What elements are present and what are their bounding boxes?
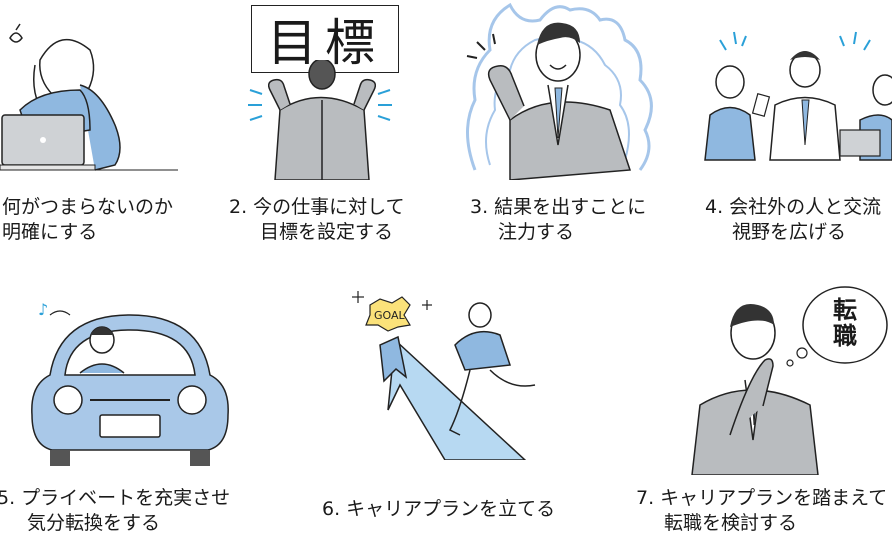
caption-4: 4. 会社外の人と交流 視野を広げる [705,196,882,243]
goal-flag-text: GOAL [374,309,406,322]
job-change-bubble-text: 転 職 [833,296,857,350]
caption-5: 5. プライベートを充実させ 気分転換をする [0,487,231,534]
bored-woman-illustration [0,23,178,171]
networking-illustration [704,31,892,161]
caption-2: 2. 今の仕事に対して 目標を設定する [229,196,405,243]
caption-7: 7. キャリアプランを踏まえて 転職を検討する [636,487,888,534]
caption-1: 何がつまらないのか 明確にする [2,196,174,243]
svg-text:♪: ♪ [38,300,48,319]
running-goal-illustration: GOAL [352,291,536,460]
man-goal-illustration [248,60,392,180]
motivated-man-illustration [466,2,653,180]
caption-3: 3. 結果を出すことに 注力する [470,196,647,243]
driving-car-illustration: ♪ [31,300,229,466]
thinking-man-illustration [691,286,888,475]
caption-6: 6. キャリアプランを立てる [322,498,556,520]
